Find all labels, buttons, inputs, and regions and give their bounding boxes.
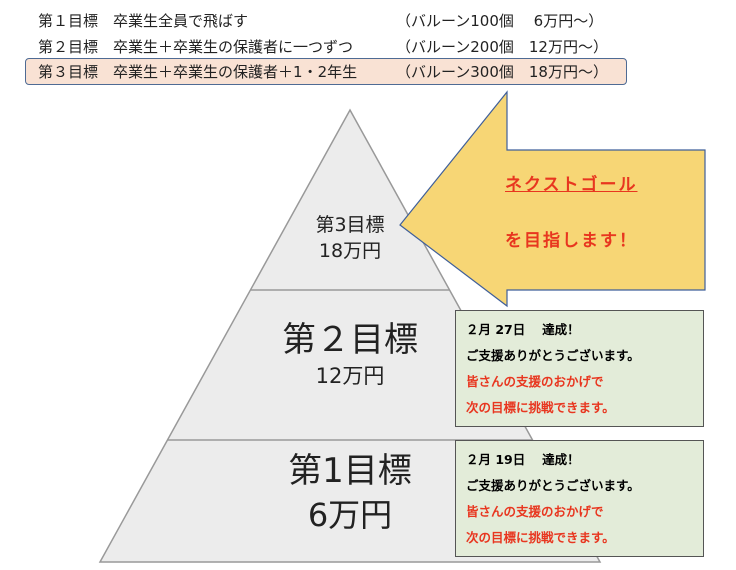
current-goal-highlight xyxy=(25,58,627,85)
goal-line-2: 第２目標 卒業生＋卒業生の保護者に一つずつ（バルーン200個 12万円～） xyxy=(38,38,608,56)
goal-line-1: 第１目標 卒業生全員で飛ばす（バルーン100個 6万円～） xyxy=(38,12,604,30)
aim-label: を目指します！ xyxy=(505,231,638,251)
achievement-note-goal-1: ２月 19日 達成！ご支援ありがとうございます。皆さんの支援のおかげで次の目標に… xyxy=(455,440,704,557)
achievement-note-goal-2: ２月 27日 達成！ご支援ありがとうございます。皆さんの支援のおかげで次の目標に… xyxy=(455,310,704,427)
goal-line-3: 第３目標 卒業生＋卒業生の保護者＋1・2年生（バルーン300個 18万円～） xyxy=(38,63,608,81)
next-goal-label: ネクストゴール xyxy=(505,175,638,195)
next-goal-arrow xyxy=(399,90,706,308)
